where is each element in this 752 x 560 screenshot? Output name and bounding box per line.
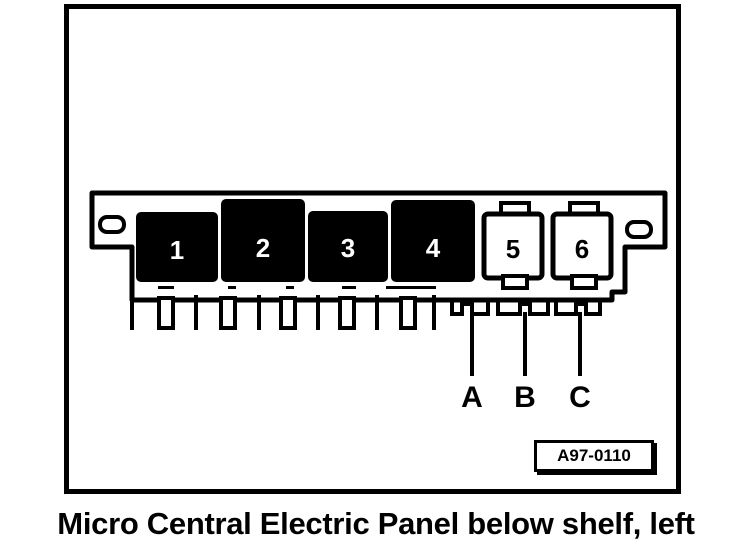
figure-reference-code: A97-0110 (534, 440, 654, 472)
relay-5-number: 5 (506, 234, 520, 264)
relay-6-number: 6 (575, 234, 589, 264)
figure-caption: Micro Central Electric Panel below shelf… (57, 506, 695, 541)
relay-4: 4 (391, 200, 475, 282)
callout-a: A (461, 381, 483, 414)
connector-lugs (450, 300, 602, 316)
relay-3: 3 (308, 211, 388, 282)
relay-panel-diagram: 1 2 3 4 5 6 A B C (89, 190, 668, 414)
relay-3-number: 3 (341, 233, 355, 263)
relay-1-number: 1 (170, 235, 184, 265)
relay-2: 2 (221, 199, 305, 282)
mounting-slot-left (98, 215, 126, 234)
relay-2-number: 2 (256, 233, 270, 263)
callout-c: C (569, 381, 591, 414)
relay-5: 5 (481, 201, 545, 290)
callout-b: B (514, 381, 536, 414)
diagram-frame (64, 4, 681, 494)
relay-labels-strip (158, 286, 436, 289)
mounting-slot-right (625, 220, 653, 239)
relay-6: 6 (550, 201, 614, 290)
relay-4-number: 4 (426, 233, 441, 263)
terminal-pins (130, 295, 436, 330)
relay-1: 1 (136, 212, 218, 282)
